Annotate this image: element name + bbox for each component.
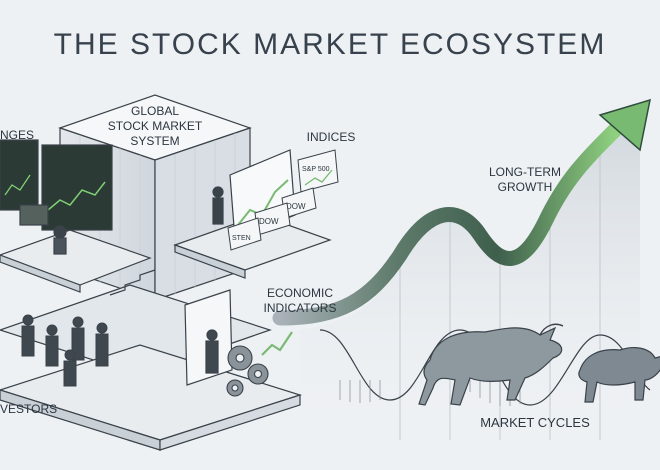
bull-icon — [418, 323, 564, 406]
index-cards: S&P 500 DOW DOW STEN — [227, 149, 339, 251]
economic-label-line2: INDICATORS — [263, 301, 337, 315]
growth-chart — [272, 98, 651, 440]
index-card-label: DOW — [259, 217, 279, 226]
index-card-label: STEN — [232, 235, 251, 242]
page-title: THE STOCK MARKET ECOSYSTEM — [53, 28, 607, 61]
exchanges-label: NGES — [0, 128, 35, 142]
indices-label: INDICES — [306, 130, 356, 144]
index-card-label: S&P 500 — [302, 166, 330, 173]
global-label-line2: STOCK MARKET — [107, 119, 203, 133]
global-system-label: GLOBAL STOCK MARKET SYSTEM — [95, 104, 215, 149]
global-label-line3: SYSTEM — [130, 134, 180, 148]
long-term-growth-label: LONG-TERM GROWTH — [475, 165, 575, 195]
market-cycles-label: MARKET CYCLES — [480, 415, 590, 430]
economic-office — [184, 289, 293, 386]
growth-label-line2: GROWTH — [497, 180, 553, 194]
exchanges-floor — [0, 139, 152, 293]
growth-arrow-icon — [598, 98, 651, 152]
index-card-label: DOW — [286, 202, 306, 211]
economic-indicators-label: ECONOMIC INDICATORS — [255, 286, 345, 316]
gears-icon — [226, 345, 269, 397]
economic-label-line1: ECONOMIC — [267, 286, 333, 300]
bear-icon — [578, 347, 660, 403]
global-label-line1: GLOBAL — [130, 104, 180, 118]
growth-label-line1: LONG-TERM — [489, 165, 561, 179]
investors-label: VESTORS — [0, 402, 58, 416]
investors-group — [21, 314, 109, 387]
